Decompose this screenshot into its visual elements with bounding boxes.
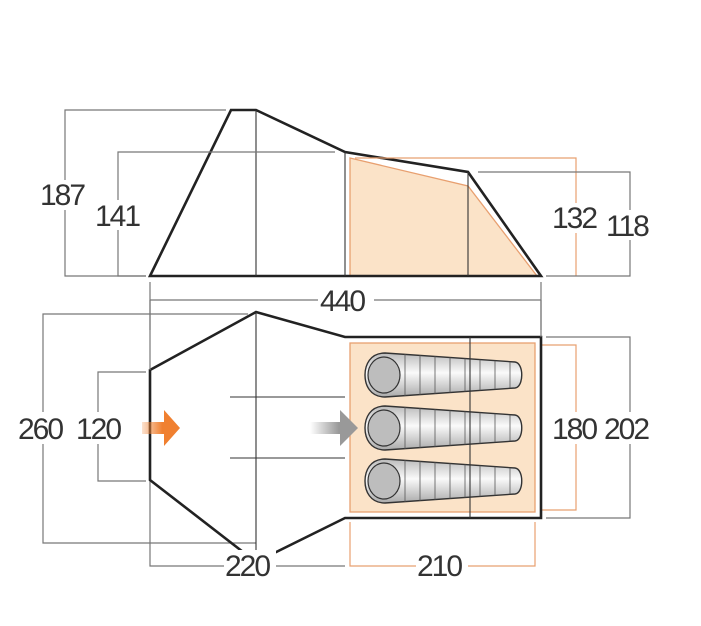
label-141: 141 bbox=[95, 200, 140, 233]
sleeping-bag-icon bbox=[364, 458, 523, 504]
floor-plan: 260 120 180 202 220 210 bbox=[18, 300, 656, 583]
label-220: 220 bbox=[225, 550, 270, 583]
dim-141-line bbox=[117, 151, 335, 277]
dim-220-line bbox=[149, 480, 345, 567]
label-187: 187 bbox=[40, 179, 85, 212]
bedroom-side-fill bbox=[349, 157, 539, 277]
label-440: 440 bbox=[320, 285, 365, 318]
label-118: 118 bbox=[606, 210, 649, 243]
label-120: 120 bbox=[76, 413, 121, 446]
sleeping-bags bbox=[364, 352, 523, 504]
label-180: 180 bbox=[552, 413, 597, 446]
dim-187-line bbox=[64, 109, 226, 277]
label-260: 260 bbox=[18, 413, 63, 446]
tent-floor-outline bbox=[148, 310, 543, 564]
entrance-arrow-icon bbox=[136, 410, 180, 446]
sleeping-bag-icon bbox=[364, 352, 523, 398]
label-210: 210 bbox=[417, 550, 462, 583]
dim-132-line bbox=[355, 157, 577, 276]
sleeping-bag-icon bbox=[364, 405, 523, 451]
bedroom-entrance-arrow-icon bbox=[310, 410, 358, 446]
label-202: 202 bbox=[604, 413, 649, 446]
side-view: 187 141 132 118 440 bbox=[38, 108, 656, 330]
label-132: 132 bbox=[552, 202, 597, 235]
